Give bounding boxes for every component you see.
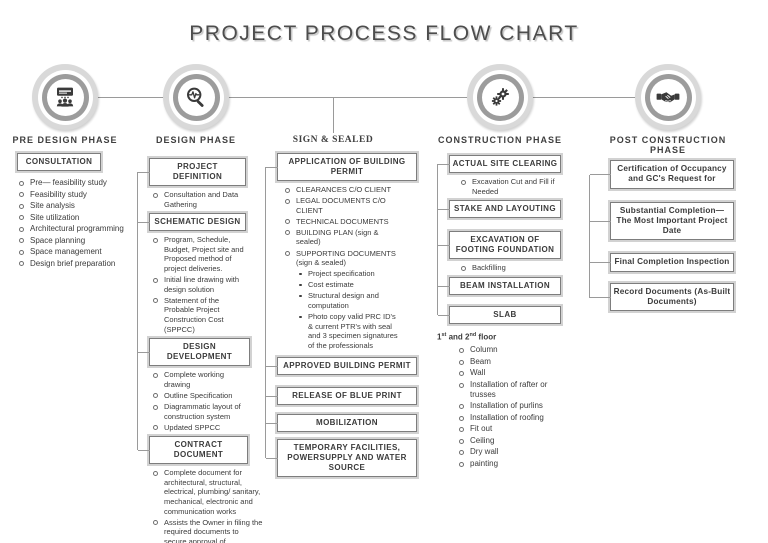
list-item: Feasibility study — [17, 190, 133, 200]
handshake-icon — [656, 92, 680, 103]
record-documents-box: Record Documents (As-Built Documents) — [590, 280, 736, 313]
list-item: Complete working drawing — [151, 370, 251, 389]
gears-icon — [491, 88, 509, 106]
list-item: SUPPORTING DOCUMENTS (sign & sealed) Pro… — [283, 249, 399, 351]
list-item: Updated SPPCC — [151, 423, 251, 433]
list-item: Column — [457, 345, 567, 355]
list-item: Installation of purlins — [457, 401, 567, 411]
phase-node-construction — [467, 64, 533, 130]
post-construction-spine-line — [589, 174, 590, 298]
consultation-box: CONSULTATION — [15, 151, 103, 173]
list-item: Site utilization — [17, 213, 133, 223]
list-item: Assists the Owner in filing the required… — [151, 518, 263, 543]
schematic-design-box: SCHEMATIC DESIGN — [138, 211, 248, 234]
list-item: Fit out — [457, 424, 567, 434]
contract-document-list: Complete document for architectural, str… — [151, 468, 263, 543]
phase-label-pre-design: PRE DESIGN PHASE — [12, 135, 118, 145]
final-completion-inspection-box: Final Completion Inspection — [590, 251, 736, 274]
list-item: Design brief preparation — [17, 259, 133, 269]
floors-list: Column Beam Wall Installation of rafter … — [457, 345, 567, 469]
application-building-permit-box: APPLICATION OF BUILDING PERMIT — [266, 151, 419, 183]
sign-sealed-spine-line — [265, 167, 266, 458]
contract-document-box: CONTRACT DOCUMENT — [138, 434, 250, 467]
excavation-list: Backfilling — [459, 263, 559, 273]
excavation-footing-box: EXCAVATION OF FOOTING FOUNDATION — [438, 229, 563, 262]
list-item: CLEARANCES C/O CLIENT — [283, 185, 399, 195]
node-ring — [32, 64, 98, 130]
phase-node-post-construction — [635, 64, 701, 130]
slab-box: SLAB — [438, 303, 563, 326]
certification-occupancy-box: Certification of Occupancy and GC's Requ… — [590, 158, 736, 191]
page-title: PROJECT PROCESS FLOW CHART — [189, 22, 579, 45]
design-spine-line — [137, 172, 138, 450]
phase-label-design: DESIGN PHASE — [155, 135, 236, 145]
list-item: BUILDING PLAN (sign & sealed) — [283, 228, 399, 247]
node-ring — [163, 64, 229, 130]
sub-list-item: Project specification — [296, 269, 400, 279]
column-pre-design: CONSULTATION Pre— feasibility study Feas… — [15, 151, 139, 273]
list-item: Pre— feasibility study — [17, 178, 133, 188]
column-sign-sealed: APPLICATION OF BUILDING PERMIT CLEARANCE… — [265, 150, 419, 479]
phase-node-pre-design — [32, 64, 98, 130]
approved-building-permit-box: APPROVED BUILDING PERMIT — [266, 354, 419, 377]
list-item: Beam — [457, 357, 567, 367]
column-post-construction: Certification of Occupancy and GC's Requ… — [589, 158, 749, 313]
column-design: PROJECT DEFINITION Consultation and Data… — [137, 155, 262, 543]
floors-heading: 1st and 2nd floor — [437, 331, 497, 342]
application-list: CLEARANCES C/O CLIENT LEGAL DOCUMENTS C/… — [283, 185, 399, 351]
presentation-audience-icon — [56, 87, 74, 107]
actual-site-clearing-box: ACTUAL SITE CLEARING — [438, 153, 563, 175]
beam-installation-box: BEAM INSTALLATION — [438, 274, 563, 297]
phase-label-sign-sealed: SIGN & SEALED — [292, 135, 374, 145]
sub-list-item: Photo copy valid PRC ID's & current PTR'… — [296, 312, 400, 350]
list-item: TECHNICAL DOCUMENTS — [283, 217, 399, 227]
list-item: Complete document for architectural, str… — [151, 468, 263, 516]
list-item: painting — [457, 459, 567, 469]
temporary-facilities-box: TEMPORARY FACILITIES, POWERSUPPLY AND WA… — [266, 436, 419, 479]
stake-layouting-box: STAKE AND LAYOUTING — [438, 198, 563, 221]
site-clearing-list: Excavation Cut and Fill if Needed — [459, 177, 559, 196]
phase-label-post-construction: POST CONSTRUCTION PHASE — [609, 135, 727, 155]
list-item: Space management — [17, 247, 133, 257]
list-item: Installation of rafter or trusses — [457, 380, 567, 400]
phase-node-design — [163, 64, 229, 130]
list-item: Backfilling — [459, 263, 559, 273]
list-item: Architectural programming — [17, 224, 133, 234]
list-item: Excavation Cut and Fill if Needed — [459, 177, 559, 196]
list-item: Wall — [457, 368, 567, 378]
list-item: Site analysis — [17, 201, 133, 211]
list-item: LEGAL DOCUMENTS C/O CLIENT — [283, 196, 399, 215]
node-ring — [635, 64, 701, 130]
timeline-connector-line — [65, 97, 668, 98]
list-item-label: SUPPORTING DOCUMENTS (sign & sealed) — [296, 248, 396, 268]
list-item: Consultation and Data Gathering — [151, 190, 247, 209]
project-definition-box: PROJECT DEFINITION — [138, 156, 248, 188]
list-item: Installation of roofing — [457, 413, 567, 423]
column-construction: ACTUAL SITE CLEARING Excavation Cut and … — [437, 152, 573, 473]
list-item: Dry wall — [457, 447, 567, 457]
list-item: Space planning — [17, 236, 133, 246]
node-ring — [467, 64, 533, 130]
sub-list-item: Cost estimate — [296, 280, 400, 290]
magnifier-analysis-icon — [187, 87, 204, 107]
list-item: Outline Specification — [151, 391, 251, 401]
list-item: Diagrammatic layout of construction syst… — [151, 402, 251, 421]
schematic-design-list: Program, Schedule, Budget, Project site … — [151, 235, 246, 334]
substantial-completion-box: Substantial Completion— The Most Importa… — [590, 199, 736, 243]
list-item: Program, Schedule, Budget, Project site … — [151, 235, 246, 273]
sub-list-item: Structural design and computation — [296, 291, 400, 310]
project-definition-list: Consultation and Data Gathering — [151, 190, 247, 209]
phase-label-construction: CONSTRUCTION PHASE — [437, 135, 562, 145]
construction-spine-line — [437, 164, 438, 315]
mobilization-box: MOBILIZATION — [266, 411, 419, 434]
list-item: Initial line drawing with design solutio… — [151, 275, 246, 294]
release-blue-print-box: RELEASE OF BLUE PRINT — [266, 384, 419, 407]
pre-design-list: Pre— feasibility study Feasibility study… — [17, 178, 133, 269]
design-development-box: DESIGN DEVELOPMENT — [138, 336, 252, 369]
list-item: Ceiling — [457, 436, 567, 446]
supporting-documents-sublist: Project specification Cost estimate Stru… — [296, 269, 400, 350]
list-item: Statement of the Probable Project Constr… — [151, 296, 246, 334]
sign-sealed-drop-line — [333, 97, 334, 133]
design-development-list: Complete working drawing Outline Specifi… — [151, 370, 251, 432]
